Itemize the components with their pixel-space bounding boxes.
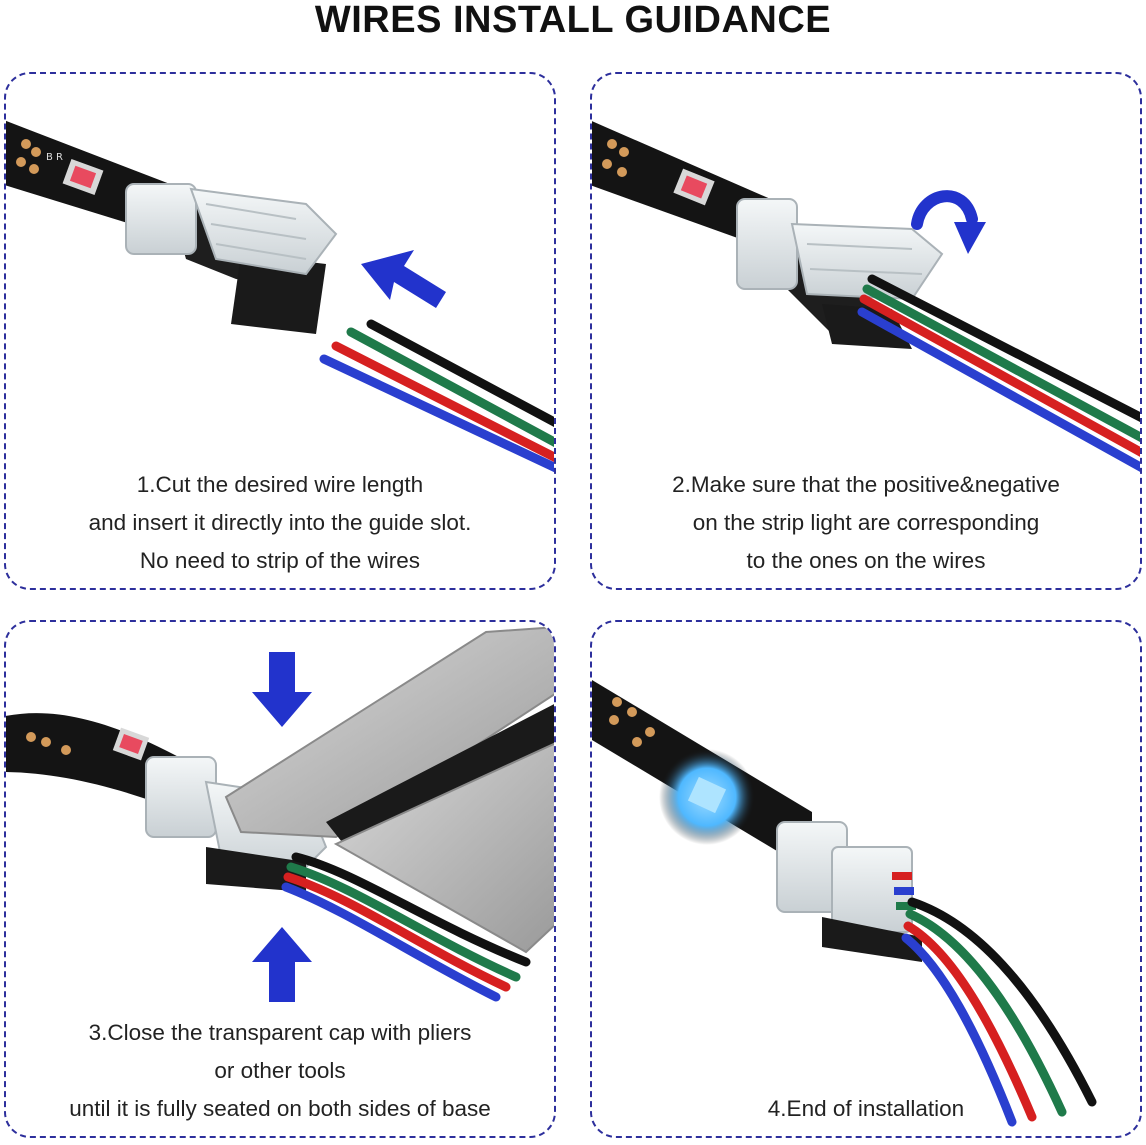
step-1-illustration: B R (6, 120, 554, 473)
caption-line: 1.Cut the desired wire length (136, 472, 424, 497)
step-2-caption: 2.Make sure that the positive&negative o… (592, 466, 1140, 580)
step-4-illustration (592, 680, 1097, 1127)
page-title: WIRES INSTALL GUIDANCE (314, 0, 832, 41)
step-3-panel: 3.Close the transparent cap with pliers … (4, 620, 556, 1138)
wires (281, 852, 531, 1002)
pliers (224, 626, 554, 954)
connector (776, 821, 922, 962)
caption-line: or other tools (214, 1058, 346, 1083)
caption-line: on the strip light are corresponding (692, 510, 1040, 535)
step-3-caption: 3.Close the transparent cap with pliers … (6, 1014, 554, 1128)
arrow-up-icon (252, 927, 312, 1002)
caption-line: No need to strip of the wires (139, 548, 421, 573)
arrow-left-icon (361, 250, 446, 308)
step-2-panel: 2.Make sure that the positive&negative o… (590, 72, 1142, 590)
rotate-arrow-icon (911, 190, 986, 254)
wires (901, 897, 1097, 1127)
step-4-caption: 4.End of installation (592, 1090, 1140, 1128)
step-2-illustration (592, 121, 1140, 472)
step-1-panel: B R 1.Cut the desired wire length and in… (4, 72, 556, 590)
wires (857, 274, 1140, 472)
wires (319, 319, 554, 473)
step-3-illustration (6, 626, 554, 1002)
caption-line: to the ones on the wires (746, 548, 986, 573)
svg-text:B R: B R (46, 152, 63, 163)
led-strip (592, 121, 782, 254)
caption-line: and insert it directly into the guide sl… (88, 510, 472, 535)
caption-line: 3.Close the transparent cap with pliers (88, 1020, 472, 1045)
caption-line: until it is fully seated on both sides o… (69, 1096, 491, 1121)
connector (125, 183, 338, 334)
led-strip (592, 680, 812, 872)
step-1-caption: 1.Cut the desired wire length and insert… (6, 466, 554, 580)
caption-line: 4.End of installation (767, 1096, 965, 1121)
step-4-panel: 4.End of installation (590, 620, 1142, 1138)
arrow-down-icon (252, 652, 312, 727)
caption-line: 2.Make sure that the positive&negative (672, 472, 1060, 497)
